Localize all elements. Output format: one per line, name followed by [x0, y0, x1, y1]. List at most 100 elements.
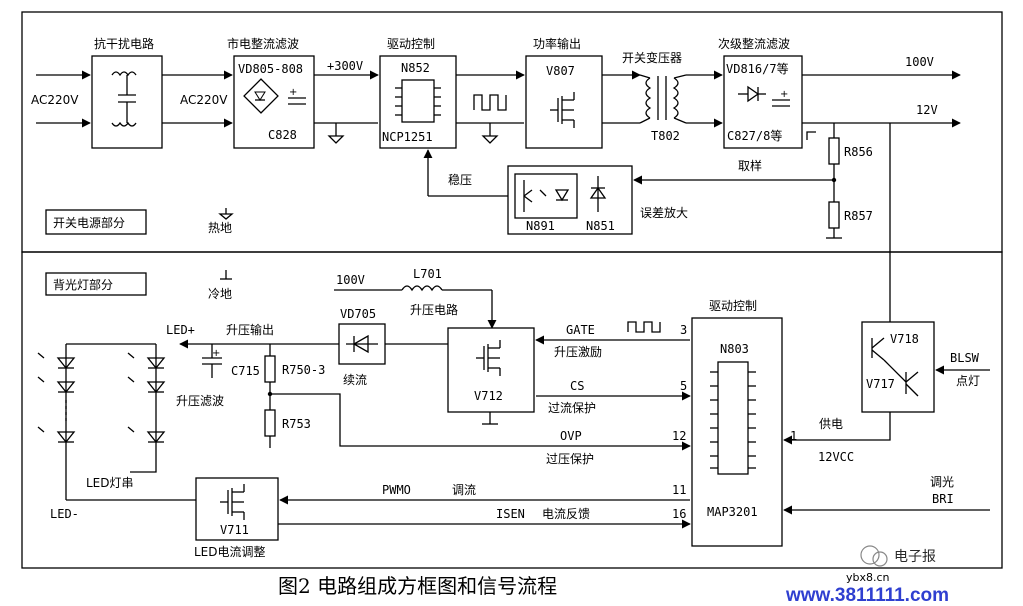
bl-driver-chip-block [691, 317, 783, 547]
pwmo-label: PWMO [382, 483, 411, 497]
led-string-label: LED灯串 [86, 476, 134, 490]
diode-icon [738, 85, 766, 103]
pin-vcc: 1 [790, 429, 797, 443]
boost-filter-label: 升压滤波 [176, 394, 224, 408]
v12cc-label: 12VCC [818, 450, 854, 464]
r857-resistor [828, 201, 840, 229]
cs-label: CS [570, 379, 584, 393]
ac-mid-label: AC220V [180, 93, 228, 107]
gate-label: GATE [566, 323, 595, 337]
figure-caption: 图2 电路组成方框图和信号流程 [278, 574, 557, 598]
cold-ground-label: 冷地 [208, 287, 232, 301]
ac-input-label: AC220V [31, 93, 79, 107]
secondary-title: 次级整流滤波 [718, 36, 790, 51]
pwm-wave-icon [473, 94, 507, 111]
svg-text:+: + [780, 89, 788, 100]
bl-drive-title: 驱动控制 [709, 299, 757, 313]
transformer-title: 开关变压器 [622, 50, 682, 65]
freewheel-label: 续流 [343, 373, 367, 387]
rectifier-cap: C828 [268, 128, 297, 142]
diode-part: VD705 [340, 307, 376, 321]
power-output-block [525, 55, 603, 149]
boost-drive-label: 升压激励 [554, 345, 602, 359]
optocoupler-icon [523, 180, 570, 212]
led-current-block [195, 477, 279, 541]
gate-wave-icon [627, 321, 661, 333]
pin-cs: 5 [680, 379, 687, 393]
ic-chip-icon-2 [710, 361, 756, 475]
r857-label: R857 [844, 209, 873, 223]
power-section-label: 开关电源部分 [53, 215, 125, 230]
bri-label: BRI [932, 492, 954, 506]
r750-label: R750-3 [282, 363, 325, 377]
sw-top-part: V718 [890, 332, 919, 346]
r856-label: R856 [844, 145, 873, 159]
cold-ground-mark [806, 131, 816, 140]
watermark-logo-icon [860, 545, 888, 567]
rectifier-block [233, 55, 315, 149]
cold-ground-icon [220, 270, 232, 280]
inductor-icon [401, 285, 443, 292]
optocoupler-part: N891 [526, 219, 555, 233]
boost-out-label: 升压输出 [226, 322, 274, 337]
r753-label: R753 [282, 417, 311, 431]
svg-text:+: + [289, 87, 297, 98]
watermark-site: ybx8.cn [846, 571, 890, 584]
ic-chip-icon [395, 79, 441, 123]
supply-label: 供电 [819, 417, 843, 431]
power-section-tag [45, 209, 147, 235]
isen-label: ISEN [496, 507, 525, 521]
r753-resistor [264, 409, 276, 437]
drive-chip: N852 [401, 61, 430, 75]
over-current-label: 过流保护 [548, 401, 596, 415]
transformer-icon [639, 74, 687, 124]
led-string-icon [37, 343, 166, 500]
power-part: V807 [546, 64, 575, 78]
ovp-label: OVP [560, 429, 582, 443]
led-plus-label: LED+ [166, 323, 195, 337]
sampling-label: 取样 [738, 158, 762, 173]
power-switch-block [861, 321, 935, 413]
dimming-label: 调光 [930, 475, 954, 489]
secondary-diode: VD816/7等 [726, 62, 789, 76]
mosfet-icon [550, 92, 575, 128]
secondary-cap: C827/8等 [727, 129, 782, 143]
boost-mosfet-icon [476, 340, 501, 376]
over-voltage-label: 过压保护 [546, 452, 594, 466]
led-mosfet-part: V711 [220, 523, 249, 537]
stabilize-label: 稳压 [448, 172, 472, 187]
pin-pwmo: 11 [672, 483, 686, 497]
emi-title: 抗干扰电路 [94, 36, 154, 51]
capacitor-icon: + [288, 87, 306, 105]
boost-filter-capacitor-icon: + [202, 348, 222, 365]
blsw-label: BLSW [950, 351, 980, 365]
regulator-part: N851 [586, 219, 615, 233]
backlight-section-label: 背光灯部分 [53, 277, 113, 292]
current-adj-label: 调流 [452, 483, 476, 497]
choke-icon [111, 71, 137, 127]
r750-resistor [264, 355, 276, 383]
watermark-name: 电子报 [894, 549, 936, 565]
bl-chip: MAP3201 [707, 505, 758, 519]
v12-label: 12V [916, 103, 938, 117]
rectifier-part: VD805-808 [238, 62, 303, 76]
ovp-line [270, 393, 691, 451]
rectifier-title: 市电整流滤波 [227, 36, 299, 51]
hv-dc-label: +300V [327, 59, 363, 73]
sw-bottom-part: V717 [866, 377, 895, 391]
capacitor-icon-2: + [772, 89, 790, 107]
l701-label: L701 [413, 267, 442, 281]
led-minus-label: LED- [50, 507, 79, 521]
c715-label: C715 [231, 364, 260, 378]
optocoupler-frame [514, 173, 578, 219]
v100-bl-label: 100V [336, 273, 365, 287]
led-current-adj-label: LED电流调整 [194, 544, 266, 559]
boost-mosfet-part: V712 [474, 389, 503, 403]
bridge-rectifier-icon [243, 78, 279, 114]
transistor-icon [871, 337, 919, 397]
r856-resistor [828, 137, 840, 165]
hot-ground-icon-1 [327, 123, 345, 144]
err-amp-label: 误差放大 [640, 205, 688, 220]
drive-part: NCP1251 [382, 130, 433, 144]
